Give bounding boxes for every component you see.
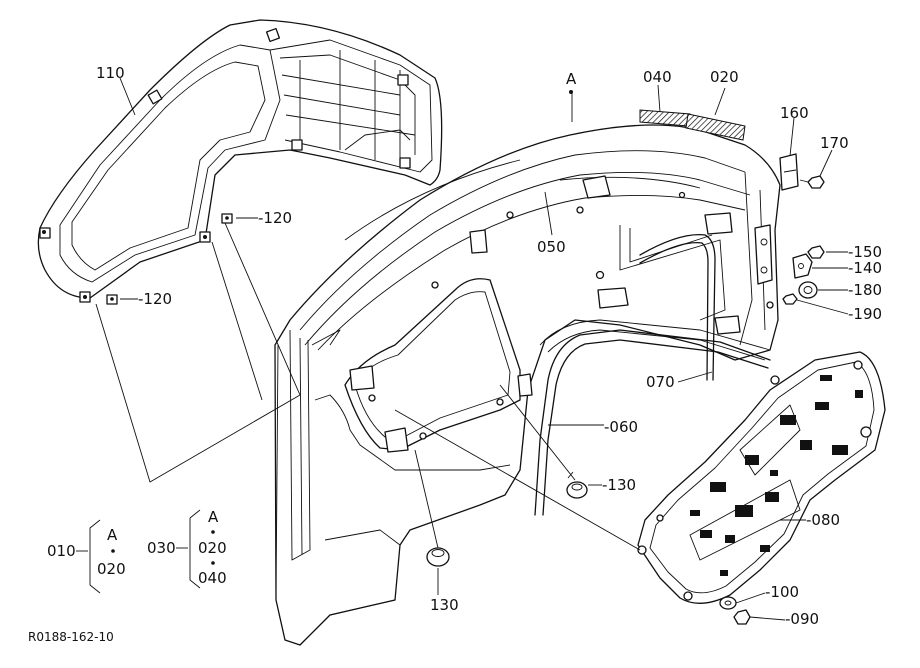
callout-100: -100 <box>765 583 799 601</box>
part-060-weatherstrip <box>534 329 771 516</box>
assembly-030-top: A <box>208 508 219 526</box>
assembly-010-top: A <box>107 526 118 544</box>
reference-code-text: R0188-162-10 <box>28 630 114 644</box>
assembly-030-bottom: 040 <box>198 569 227 587</box>
callout-120a: -120 <box>258 209 292 227</box>
callout-labels: 110 -120 -120 A 040 020 160 170 050 -150… <box>96 64 882 628</box>
callout-090: -090 <box>785 610 819 628</box>
part-120-clips <box>106 213 233 305</box>
callout-110: 110 <box>96 64 125 82</box>
part-040-020-strips <box>639 109 746 141</box>
assembly-010-label: 010 <box>47 542 76 560</box>
assembly-030-legend: 030 A 020 040 <box>147 508 227 589</box>
callout-170: 170 <box>820 134 849 152</box>
leader-lines <box>95 77 849 621</box>
callout-020: 020 <box>710 68 739 86</box>
plate-pattern-icon <box>690 375 863 576</box>
assembly-030-middle: 020 <box>198 539 227 557</box>
part-140-bracket <box>792 253 813 279</box>
part-160-bracket <box>779 153 799 191</box>
callout-130b: 130 <box>430 596 459 614</box>
part-130-grommet-a <box>566 471 588 499</box>
callout-130a: -130 <box>602 476 636 494</box>
assembly-010-legend: 010 A 020 <box>47 519 126 594</box>
part-100-washer <box>719 596 737 610</box>
callout-050: 050 <box>537 238 566 256</box>
part-130-grommet-b <box>426 547 450 567</box>
part-170-bolt <box>799 175 825 189</box>
callout-070: 070 <box>646 373 675 391</box>
part-110-upper-trim <box>37 19 443 303</box>
callout-080: -080 <box>806 511 840 529</box>
callout-140: -140 <box>848 259 882 277</box>
reference-code: R0188-162-10 <box>28 630 114 644</box>
callout-a-top: A <box>566 70 577 88</box>
part-090-nut <box>733 609 751 625</box>
callout-040: 040 <box>643 68 672 86</box>
callout-160: 160 <box>780 104 809 122</box>
part-190-nut <box>782 293 798 305</box>
part-150-bolt <box>807 245 825 259</box>
assembly-030-label: 030 <box>147 539 176 557</box>
callout-190: -190 <box>848 305 882 323</box>
callout-180: -180 <box>848 281 882 299</box>
callout-150: -150 <box>848 243 882 261</box>
part-080-plate <box>637 351 886 604</box>
callout-120b: -120 <box>138 290 172 308</box>
part-070-seal <box>639 234 716 381</box>
callout-060: -060 <box>604 418 638 436</box>
assembly-010-bottom: 020 <box>97 560 126 578</box>
part-180-washer <box>798 281 818 299</box>
